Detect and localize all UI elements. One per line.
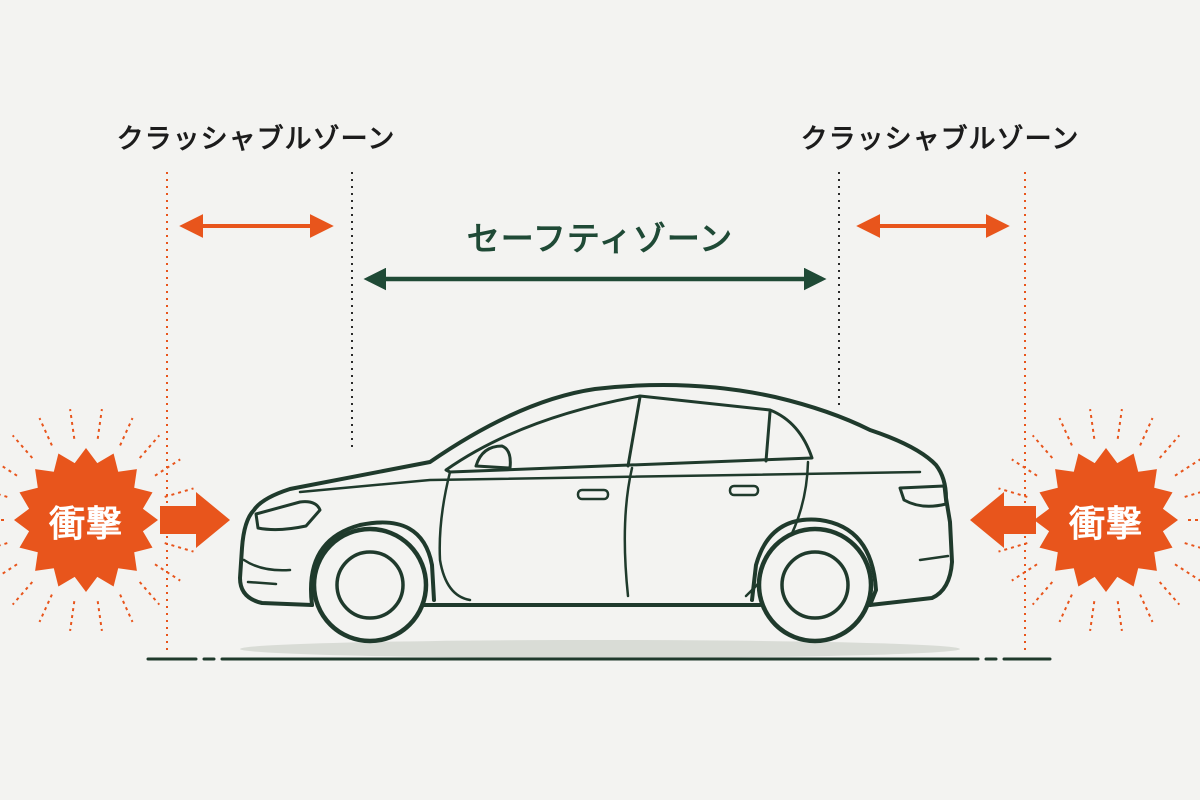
impact-ray	[96, 601, 103, 632]
impact-ray	[164, 542, 194, 553]
impact-burst-shape	[14, 448, 158, 592]
impact-ray	[1139, 417, 1154, 446]
impact-ray	[1116, 408, 1123, 439]
impact-burst-shape	[1034, 448, 1178, 592]
impact-burst-icon	[994, 408, 1200, 632]
impact-ray	[1174, 563, 1200, 582]
impact-label-left: 衝撃	[48, 504, 123, 545]
impact-ray	[1174, 458, 1200, 477]
impact-ray	[0, 463, 18, 477]
impact-ray	[1184, 542, 1200, 549]
impact-ray	[11, 581, 34, 606]
impact-ray	[1158, 434, 1181, 459]
impact-ray	[154, 563, 181, 582]
impact-arrow-left	[160, 492, 230, 548]
safety-zone-label: セーフティゾーン	[466, 219, 734, 258]
impact-ray	[1031, 434, 1054, 459]
impact-ray	[1011, 458, 1038, 477]
impact-ray	[0, 493, 8, 498]
impact-ray	[1089, 408, 1096, 439]
impact-ray	[1158, 581, 1181, 606]
impact-ray	[998, 542, 1028, 553]
impact-ray	[69, 408, 76, 439]
impact-burst-icon	[0, 408, 198, 632]
impact-ray	[1031, 581, 1054, 606]
impact-ray	[38, 417, 53, 446]
impact-ray	[96, 408, 103, 439]
impact-ray	[154, 458, 181, 477]
impact-ray	[1139, 594, 1154, 623]
impact-ray	[998, 487, 1028, 498]
impact-ray	[138, 581, 161, 606]
impact-ray	[0, 542, 8, 547]
car-shadow	[240, 640, 960, 658]
impact-ray	[164, 487, 194, 498]
impact-ray	[11, 434, 34, 459]
impact-ray	[1089, 601, 1096, 632]
impact-ray	[0, 563, 18, 577]
impact-ray	[138, 434, 161, 459]
impact-ray	[119, 594, 134, 623]
impact-ray	[69, 601, 76, 632]
impact-label-right: 衝撃	[1068, 504, 1143, 545]
impact-ray	[1058, 594, 1073, 623]
impact-ray	[119, 417, 134, 446]
zone-boundaries	[166, 172, 1026, 655]
crushable-zone-label-right: クラッシャブルゾーン	[800, 124, 1080, 155]
crushable-zone-label-left: クラッシャブルゾーン	[116, 124, 396, 155]
impact-ray	[1058, 417, 1073, 446]
impact-ray	[1011, 563, 1038, 582]
impact-ray	[1116, 601, 1123, 632]
impact-ray	[1184, 491, 1200, 498]
impact-ray	[38, 594, 53, 623]
car-outline-icon	[238, 382, 954, 644]
